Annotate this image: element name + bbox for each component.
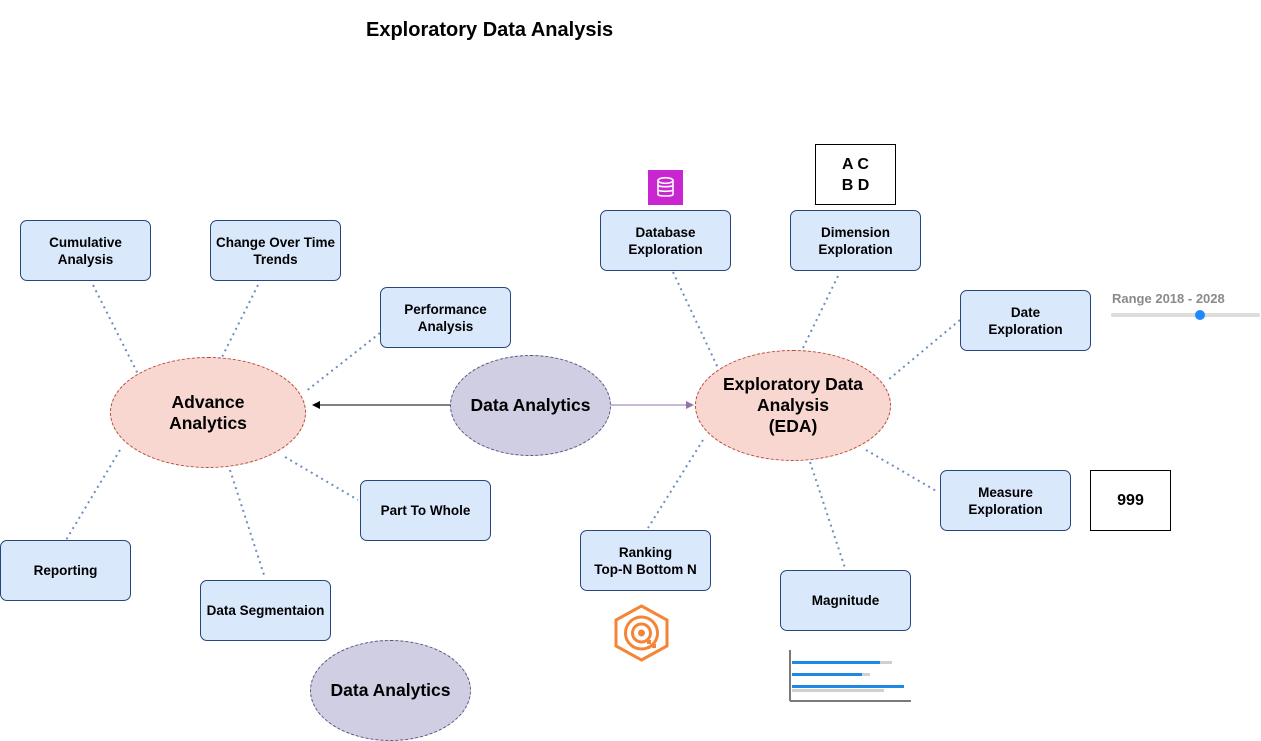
date-exploration-node[interactable]: Date Exploration <box>960 290 1091 351</box>
change-over-time-node[interactable]: Change Over Time Trends <box>210 220 341 281</box>
link-ranking <box>647 439 704 529</box>
range-slider[interactable] <box>1111 310 1260 320</box>
link-part-to-whole <box>284 456 359 501</box>
link-change-over-time <box>221 284 259 358</box>
range-slider-thumb[interactable] <box>1195 310 1206 320</box>
bar-chart-icon <box>788 650 912 702</box>
reporting-node[interactable]: Reporting <box>0 540 131 601</box>
link-dimension <box>801 275 839 351</box>
data-segmentation-node[interactable]: Data Segmentaion <box>200 580 331 641</box>
cumulative-analysis-node[interactable]: Cumulative Analysis <box>20 220 151 281</box>
measure-value-card: 999 <box>1090 470 1171 531</box>
link-date <box>887 319 961 381</box>
target-hexagon-icon <box>611 603 672 663</box>
database-exploration-node[interactable]: Database Exploration <box>600 210 731 271</box>
data-analytics-bottom-node[interactable]: Data Analytics <box>310 640 471 741</box>
link-magnitude <box>809 461 846 569</box>
link-database <box>672 271 719 369</box>
link-measure <box>865 449 939 493</box>
dimension-exploration-node[interactable]: Dimension Exploration <box>790 210 921 271</box>
measure-exploration-node[interactable]: Measure Exploration <box>940 470 1071 531</box>
advance-analytics-hub[interactable]: Advance Analytics <box>110 357 306 468</box>
ranking-node[interactable]: Ranking Top-N Bottom N <box>580 530 711 591</box>
eda-hub[interactable]: Exploratory Data Analysis (EDA) <box>695 350 891 461</box>
range-slider-fill <box>1111 313 1201 317</box>
data-analytics-hub[interactable]: Data Analytics <box>450 355 611 456</box>
part-to-whole-node[interactable]: Part To Whole <box>360 480 491 541</box>
link-cumulative <box>92 284 141 379</box>
page-title: Exploratory Data Analysis <box>366 19 614 41</box>
link-data-segmentation <box>229 469 266 579</box>
range-label: Range 2018 - 2028 <box>1112 291 1225 306</box>
link-reporting <box>65 449 121 541</box>
dimension-matrix-card: A C B D <box>815 144 896 205</box>
link-performance <box>304 332 381 393</box>
database-icon <box>648 170 683 205</box>
performance-analysis-node[interactable]: Performance Analysis <box>380 287 511 348</box>
dotted-links <box>65 271 961 579</box>
magnitude-node[interactable]: Magnitude <box>780 570 911 631</box>
